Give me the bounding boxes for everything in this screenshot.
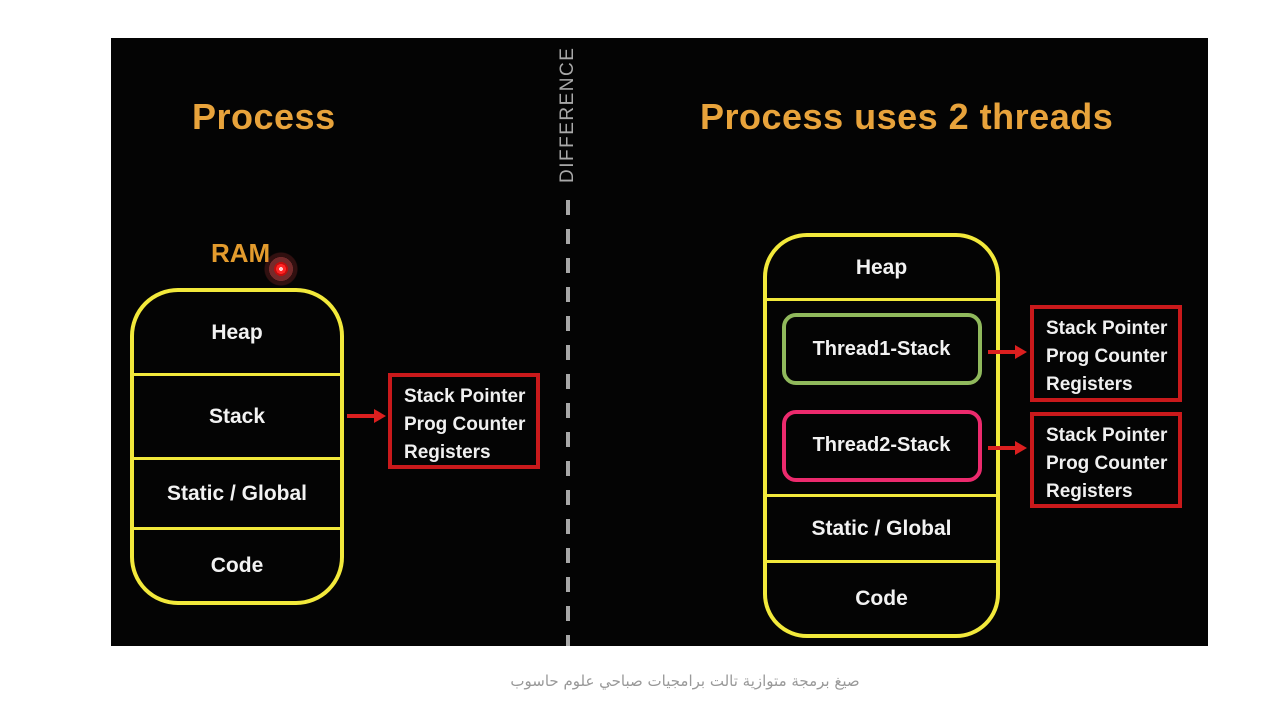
memory-section-static-global: Static / Global	[767, 497, 996, 563]
memory-section-label: Code	[210, 553, 264, 577]
info-line: Registers	[404, 442, 491, 463]
memory-section-label: Code	[855, 586, 908, 610]
memory-section-code: Code	[767, 563, 996, 634]
memory-section-label: Static / Global	[811, 516, 952, 540]
difference-vertical-label: DIFFERENCE	[557, 46, 578, 184]
info-line: Prog Counter	[1046, 346, 1168, 367]
thread1-registers-info-box: Stack Pointer Prog Counter Registers	[1030, 305, 1182, 402]
slide-canvas: Process RAM Heap Stack Static / Global C…	[111, 38, 1208, 646]
thread1-to-registers-arrow	[988, 345, 1027, 359]
info-line: Registers	[1046, 481, 1133, 502]
memory-section-code: Code	[134, 530, 340, 601]
info-line: Prog Counter	[404, 414, 526, 435]
process-memory-box: Heap Stack Static / Global Code	[130, 288, 344, 605]
thread2-stack-box: Thread2-Stack	[781, 409, 982, 482]
registers-info-box: Stack Pointer Prog Counter Registers	[388, 373, 540, 469]
info-line: Registers	[1046, 374, 1133, 395]
memory-section-label: Stack	[208, 404, 266, 428]
ram-label: RAM	[211, 238, 271, 268]
right-panel-title: Process uses 2 threads	[700, 96, 1114, 137]
memory-section-heap: Heap	[767, 237, 996, 301]
video-caption-arabic: صيغ برمجة متوازية تالت برامجيات صباحي عل…	[510, 672, 860, 690]
left-panel-title: Process	[192, 96, 336, 137]
memory-section-static-global: Static / Global	[134, 460, 340, 530]
thread2-stack-label: Thread2-Stack	[812, 434, 951, 457]
info-line: Prog Counter	[1046, 453, 1168, 474]
memory-section-label: Heap	[855, 255, 908, 279]
laser-pointer-dot	[262, 250, 300, 288]
info-line: Stack Pointer	[404, 386, 526, 407]
memory-section-label: Static / Global	[166, 481, 308, 505]
stack-to-registers-arrow	[347, 409, 386, 423]
memory-section-heap: Heap	[134, 292, 340, 376]
memory-section-label: Heap	[211, 320, 263, 344]
info-line: Stack Pointer	[1046, 425, 1168, 446]
divider-dashed-line	[566, 200, 570, 646]
thread2-registers-info-box: Stack Pointer Prog Counter Registers	[1030, 412, 1182, 508]
thread2-to-registers-arrow	[988, 441, 1027, 455]
thread1-stack-label: Thread1-Stack	[812, 337, 951, 360]
info-line: Stack Pointer	[1046, 318, 1168, 339]
threaded-process-memory-box: Heap Thread1-Stack Thread2-Stack Static …	[763, 233, 1000, 638]
thread-stacks-section: Thread1-Stack Thread2-Stack	[767, 301, 996, 497]
thread1-stack-box: Thread1-Stack	[781, 313, 982, 386]
memory-section-stack: Stack	[134, 376, 340, 460]
